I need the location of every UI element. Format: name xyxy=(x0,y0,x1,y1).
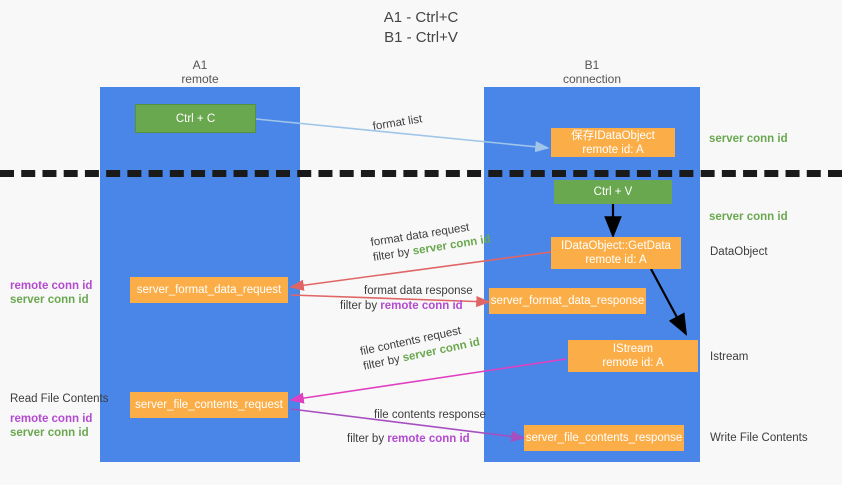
box-server-format-data-request-label: server_format_data_request xyxy=(136,284,282,296)
box-ctrl-v-label: Ctrl + V xyxy=(593,186,633,198)
edge-label-format-data-response: format data response filter by remote co… xyxy=(340,284,473,314)
edge-label-format-list: format list xyxy=(372,112,424,135)
remote-conn-id-text-2: remote conn id xyxy=(387,433,470,445)
box-ctrl-c[interactable]: Ctrl + C xyxy=(135,104,256,133)
box-server-format-data-request[interactable]: server_format_data_request xyxy=(130,277,288,303)
column-a1-sub: remote xyxy=(181,72,219,86)
column-b1-sub: connection xyxy=(562,72,622,86)
box-idataobject-getdata[interactable]: IDataObject::GetData remote id: A xyxy=(551,237,681,269)
title-line-1: A1 - Ctrl+C xyxy=(383,9,459,26)
box-server-format-data-response[interactable]: server_format_data_response xyxy=(489,288,646,314)
edge-label-file-contents-response: file contents response filter by remote … xyxy=(347,408,486,447)
edge-label-format-list-text: format list xyxy=(371,113,424,133)
title-line-2: B1 - Ctrl+V xyxy=(384,29,458,46)
box-istream-line2: remote id: A xyxy=(602,357,664,369)
label-right-server-conn-id-mid: server conn id xyxy=(709,211,788,223)
label-right-server-conn-id-top: server conn id xyxy=(709,133,788,145)
box-server-file-contents-request-label: server_file_contents_request xyxy=(135,399,283,411)
filter-by-text-4: filter by xyxy=(347,433,385,445)
label-left-read-file-contents: Read File Contents xyxy=(10,393,109,405)
box-store-idataobject-line1: 保存IDataObject xyxy=(571,129,655,142)
column-b1-name: B1 xyxy=(584,58,600,72)
box-istream-line1: IStream xyxy=(612,343,654,355)
box-store-idataobject[interactable]: 保存IDataObject remote id: A xyxy=(551,128,675,157)
format-data-response-text: format data response xyxy=(364,285,473,297)
column-header-a1: A1 remote xyxy=(100,58,300,86)
box-server-file-contents-request[interactable]: server_file_contents_request xyxy=(130,392,288,418)
label-right-istream: Istream xyxy=(710,351,749,363)
label-left-server-conn-id-1: server conn id xyxy=(10,294,89,306)
box-ctrl-c-label: Ctrl + C xyxy=(175,112,216,125)
label-right-dataobject: DataObject xyxy=(710,246,768,258)
column-header-b1: B1 connection xyxy=(484,58,700,86)
label-right-write-file-contents: Write File Contents xyxy=(710,432,808,444)
page-title: A1 - Ctrl+C B1 - Ctrl+V xyxy=(0,8,842,48)
label-left-remote-conn-id-2: remote conn id xyxy=(10,413,93,425)
edge-label-format-data-request: format data request filter by server con… xyxy=(370,218,492,266)
file-contents-response-filter: filter by remote conn id xyxy=(347,432,486,447)
box-server-file-contents-response[interactable]: server_file_contents_response xyxy=(524,425,684,451)
label-left-remote-conn-id-1: remote conn id xyxy=(10,280,93,292)
label-left-server-conn-id-2: server conn id xyxy=(10,427,89,439)
box-server-format-data-response-label: server_format_data_response xyxy=(490,295,645,307)
remote-conn-id-text-1: remote conn id xyxy=(380,300,463,312)
box-getdata-line2: remote id: A xyxy=(585,254,647,266)
box-getdata-line1: IDataObject::GetData xyxy=(561,240,671,252)
box-store-idataobject-line2: remote id: A xyxy=(582,143,644,156)
box-server-file-contents-response-label: server_file_contents_response xyxy=(525,432,683,444)
filter-by-text-2: filter by xyxy=(340,300,378,312)
format-data-response-filter: filter by remote conn id xyxy=(340,299,473,314)
phase-divider xyxy=(0,170,842,177)
box-ctrl-v[interactable]: Ctrl + V xyxy=(554,180,672,204)
edge-label-file-contents-request: file contents request filter by server c… xyxy=(359,321,482,375)
column-a1-name: A1 xyxy=(192,58,208,72)
box-istream[interactable]: IStream remote id: A xyxy=(568,340,698,372)
file-contents-response-text: file contents response xyxy=(374,409,486,421)
